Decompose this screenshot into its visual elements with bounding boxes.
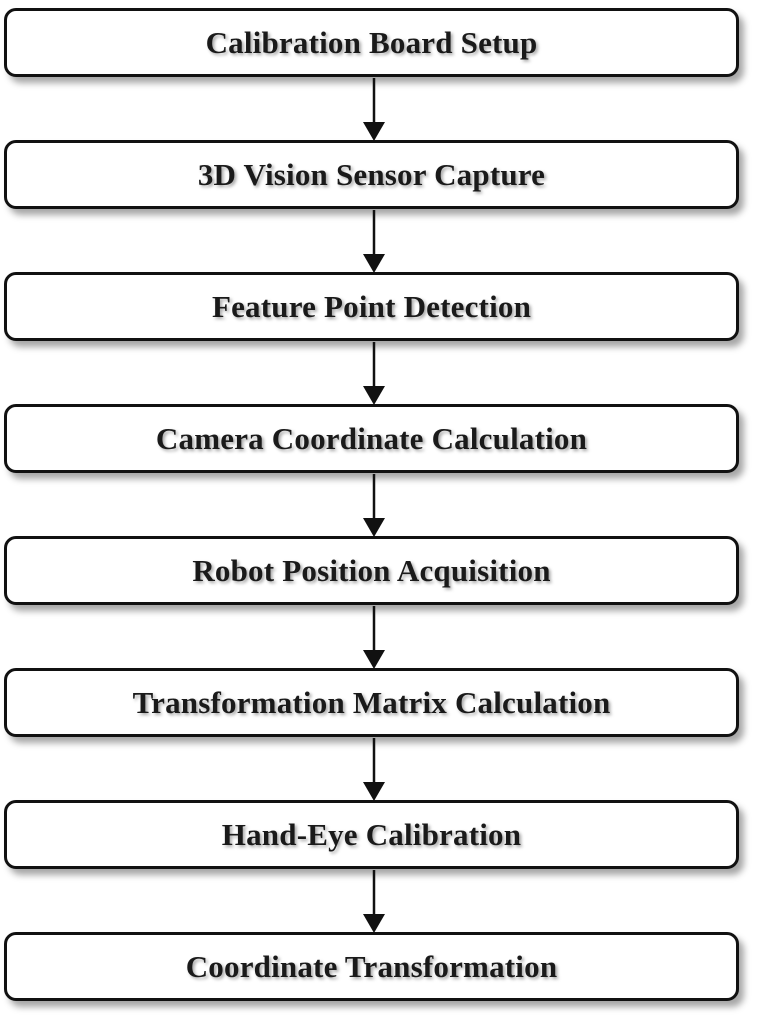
down-arrow-icon xyxy=(362,474,386,538)
down-arrow-icon xyxy=(362,78,386,142)
step-label: Robot Position Acquisition xyxy=(192,552,551,588)
step-box-coordinate-transformation: Coordinate Transformation xyxy=(4,932,739,1001)
down-arrow-icon xyxy=(362,606,386,670)
step-box-feature-point-detection: Feature Point Detection xyxy=(4,272,739,341)
step-label: Calibration Board Setup xyxy=(205,24,538,60)
step-box-3d-vision-sensor-capture: 3D Vision Sensor Capture xyxy=(4,140,739,209)
down-arrow-icon xyxy=(362,738,386,802)
down-arrow-icon xyxy=(362,342,386,406)
step-label: Hand-Eye Calibration xyxy=(221,816,522,852)
step-label: Camera Coordinate Calculation xyxy=(155,420,588,456)
step-label: 3D Vision Sensor Capture xyxy=(197,156,546,192)
step-box-calibration-board-setup: Calibration Board Setup xyxy=(4,8,739,77)
down-arrow-icon xyxy=(362,210,386,274)
step-label: Coordinate Transformation xyxy=(185,948,558,984)
step-label: Feature Point Detection xyxy=(211,288,532,324)
step-box-robot-position-acquisition: Robot Position Acquisition xyxy=(4,536,739,605)
step-box-transformation-matrix-calculation: Transformation Matrix Calculation xyxy=(4,668,739,737)
down-arrow-icon xyxy=(362,870,386,934)
step-label: Transformation Matrix Calculation xyxy=(132,684,611,720)
step-box-camera-coordinate-calculation: Camera Coordinate Calculation xyxy=(4,404,739,473)
step-box-hand-eye-calibration: Hand-Eye Calibration xyxy=(4,800,739,869)
